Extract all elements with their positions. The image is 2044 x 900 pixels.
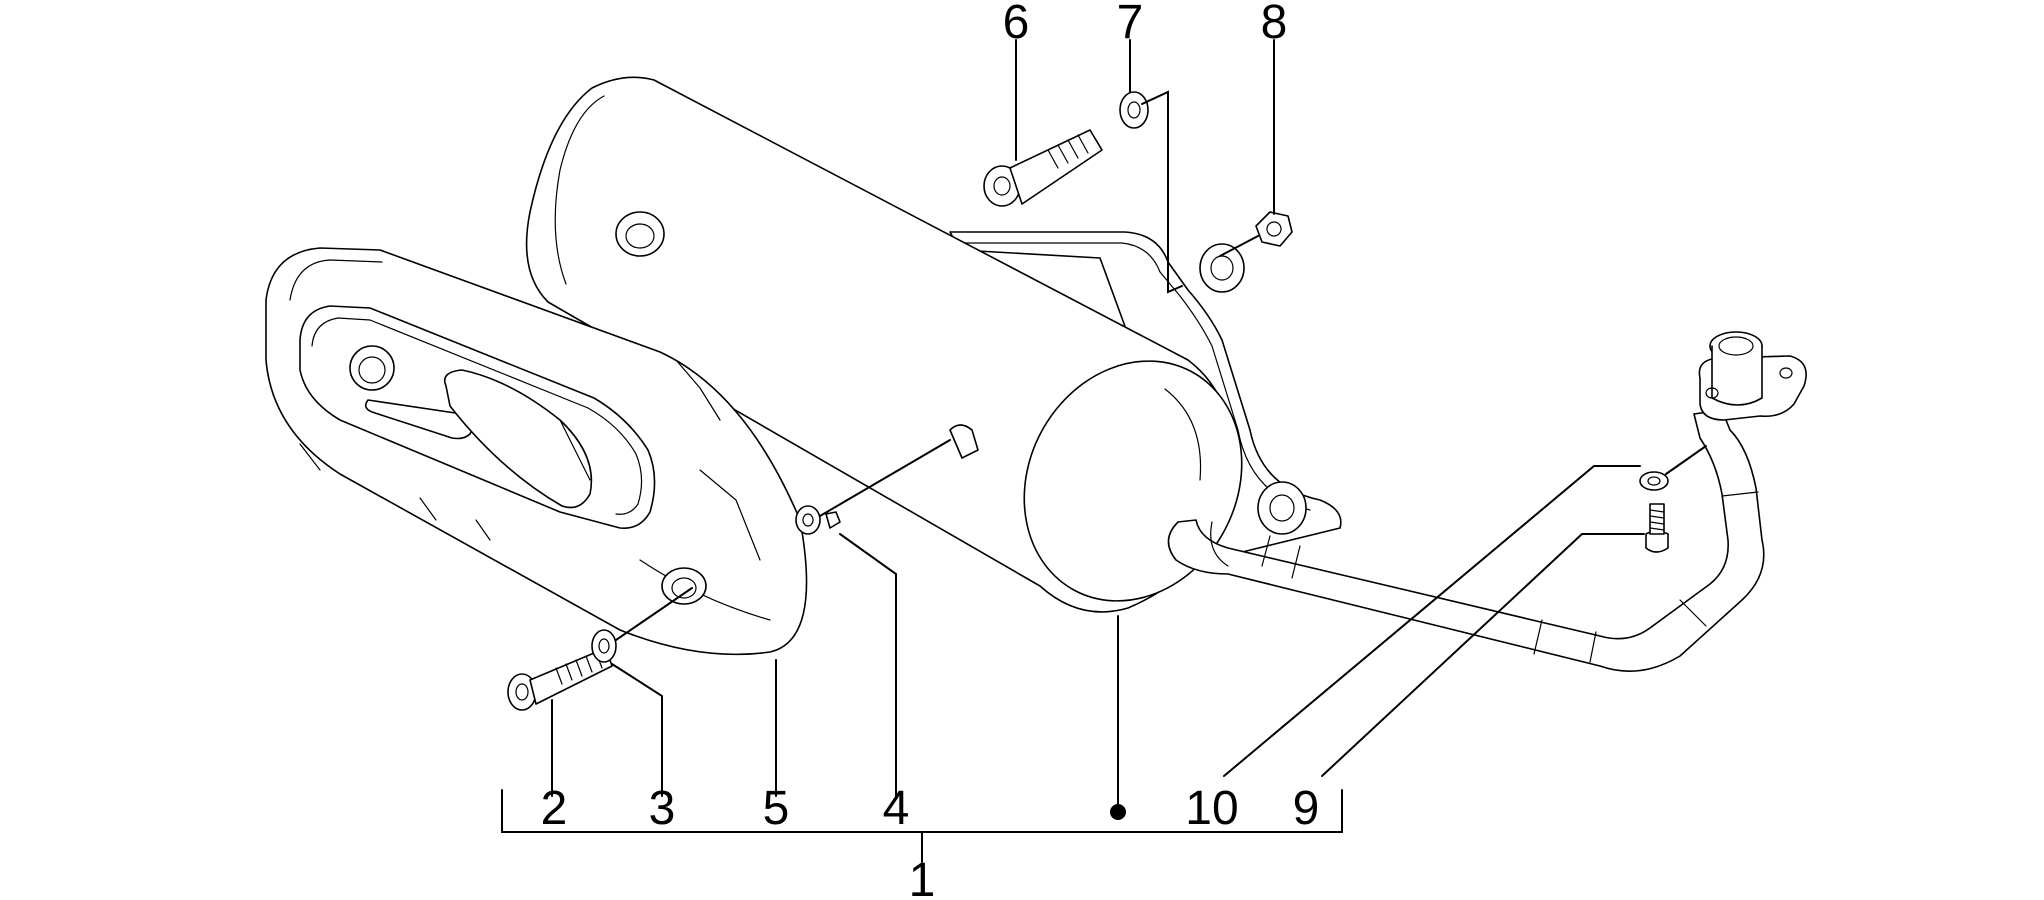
callout-labels: 6 7 8 2 3 5 4 10 9 1 (541, 0, 1320, 900)
washer-part-3 (591, 629, 617, 663)
screw-part-4 (795, 424, 979, 535)
bolt-part-9 (1645, 503, 1669, 553)
callout-5: 5 (763, 782, 790, 835)
callout-6: 6 (1003, 0, 1030, 49)
assembly-bracket (501, 789, 1343, 863)
screw-part-6 (983, 129, 1103, 207)
screw-part-2 (507, 647, 613, 711)
callout-9: 9 (1293, 782, 1320, 835)
assembly-dot (1110, 804, 1126, 820)
washer-part-10 (1639, 471, 1669, 491)
washer-part-7 (1119, 91, 1149, 129)
callout-7: 7 (1117, 0, 1144, 49)
callout-4: 4 (883, 782, 910, 835)
callout-10: 10 (1185, 782, 1238, 835)
nut-part-8 (1255, 211, 1293, 247)
leader-lines (551, 39, 1707, 809)
heat-shield-cover (265, 247, 808, 656)
callout-1: 1 (909, 854, 936, 900)
callout-8: 8 (1261, 0, 1288, 49)
exhaust-pipe (1167, 331, 1807, 672)
callout-3: 3 (649, 782, 676, 835)
callout-2: 2 (541, 782, 568, 835)
